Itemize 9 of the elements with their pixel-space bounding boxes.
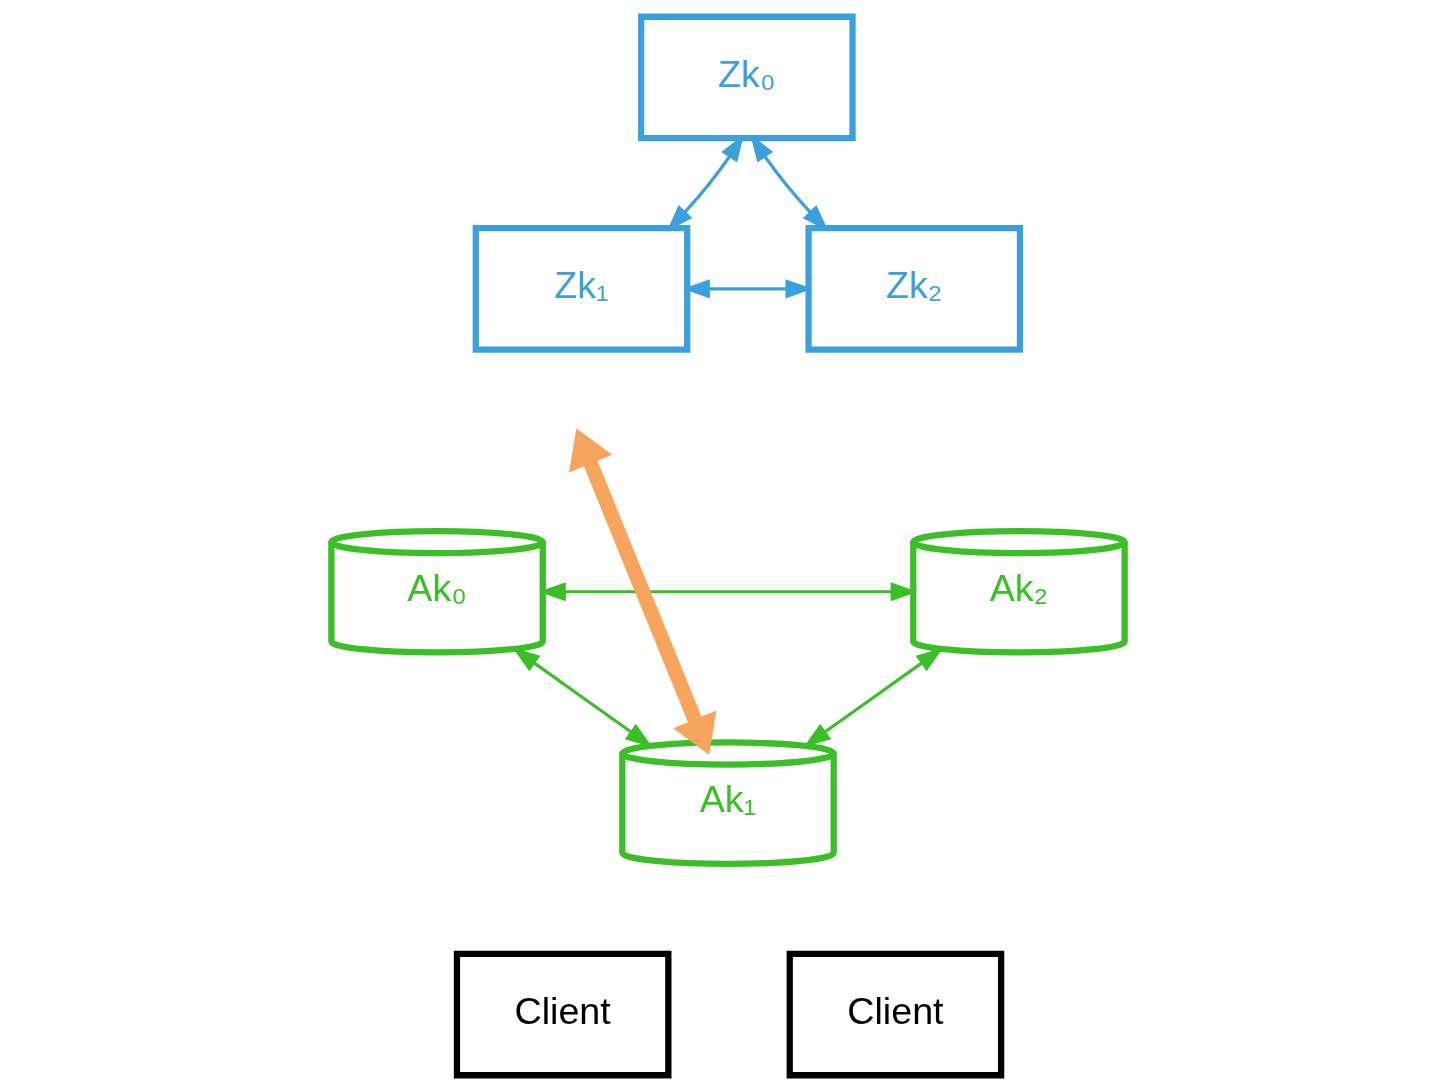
node-box: Zk₀ [638, 13, 856, 142]
node-box: Zk₂ [805, 225, 1024, 353]
arrow [750, 134, 829, 232]
node-box: Client [786, 950, 1005, 1079]
arrow [538, 582, 918, 602]
node-box: Zk₁ [472, 225, 691, 353]
node-box: Client [453, 950, 672, 1079]
arrow [682, 279, 813, 299]
arrow [569, 428, 717, 755]
